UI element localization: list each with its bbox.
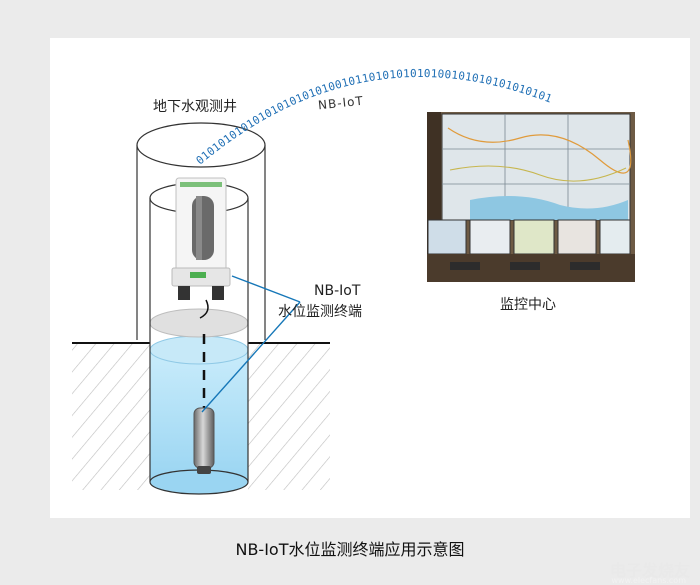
watermark-url: www.elecfans.com [611, 576, 687, 585]
observation-well-label: 地下水观测井 [153, 99, 237, 115]
terminal-label-line2: 水位监测终端 [278, 304, 362, 320]
monitoring-center-label: 监控中心 [500, 297, 556, 313]
pressure-sensor [193, 407, 215, 474]
outer-well [136, 122, 266, 340]
terminal-label-line1: NB-IoT [314, 283, 361, 299]
monitoring-center-image [427, 112, 635, 282]
watermark-brand: 电子发烧友 [609, 561, 690, 580]
label-pointer-lines [201, 275, 301, 413]
iot-terminal-device [171, 177, 231, 319]
ground-hatch [72, 344, 330, 490]
diagram-caption: NB-IoT水位监测终端应用示意图 [235, 540, 465, 559]
inner-pipe [149, 182, 249, 495]
